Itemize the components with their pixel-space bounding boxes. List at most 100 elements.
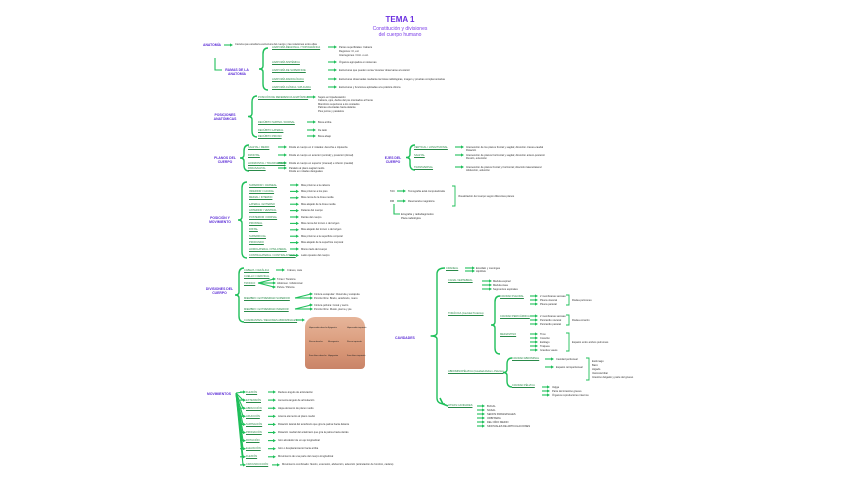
arrowhead-icon: [551, 357, 554, 361]
division-link[interactable]: MIEMBRO / EXTREMIDAD SUPERIOR: [244, 296, 290, 300]
posicion-movimiento-link[interactable]: CONTRALATERAL / CONTRALATERAL: [249, 253, 296, 257]
arrowhead-icon: [296, 189, 299, 193]
posicion-movimiento-link[interactable]: POSTERIOR / DORSAL: [249, 215, 278, 219]
arrowhead-icon: [310, 307, 313, 311]
posicion-movimiento-link[interactable]: SUPERIOR / CRANEAL: [249, 183, 277, 187]
toracica-item: Pericardio parietal: [540, 322, 561, 326]
plano-desc: Divide el cuerpo en anterior (ventral) y…: [289, 153, 354, 157]
posicion-movimiento-link[interactable]: LATERAL / EXTERNO: [249, 202, 275, 206]
posicion-movimiento-link[interactable]: HOMOLATERAL / IPSILATERAL: [249, 247, 287, 251]
abdominal-link[interactable]: CAVIDAD ABDOMINAL: [512, 357, 540, 360]
posicion-desc: Palmas orientadas hacia delante: [318, 106, 356, 110]
arrowhead-icon: [284, 161, 287, 165]
abdominopelvica-brace: [502, 357, 513, 388]
abdominal-organ: Vesícula biliar: [592, 372, 609, 375]
rama-desc: Estructuras y funciones aplicadas a la p…: [339, 85, 401, 89]
posicion-link[interactable]: DECÚBITO PRONO: [258, 134, 282, 138]
division-link[interactable]: CABEZA / CEFÁLICA: [244, 268, 270, 272]
movimiento-desc: Giro alrededor de un eje longitudinal: [278, 439, 320, 443]
abdominopelvica-link[interactable]: ABDOMINOPÉLVICA (Cavidad Abdom.-Pélvica): [448, 370, 504, 373]
posicion-link[interactable]: DECÚBITO LATERAL: [258, 128, 284, 132]
posicion-movimiento-desc: Detrás del cuerpo: [301, 215, 322, 219]
cavidad-desc: Encéfalo y meninges: [476, 266, 501, 270]
arrowhead-icon: [243, 422, 246, 426]
rama-link[interactable]: ANATOMÍA SISTÉMICA: [272, 60, 300, 64]
division-desc: Abdomen / Abdominal: [277, 281, 303, 285]
arrowhead-icon: [273, 455, 276, 459]
movimiento-desc: Reduce ángulo de articulación: [278, 390, 313, 394]
movimiento-link[interactable]: ABDUCCIÓN: [246, 406, 262, 410]
arrowhead-icon: [334, 68, 337, 72]
division-link[interactable]: TRONCO: [244, 281, 256, 285]
abdominal-region-label: Mesogastrio: [328, 341, 339, 343]
rama-link[interactable]: ANATOMÍA REGIONAL / TOPOGRÁFICA: [272, 45, 321, 49]
toracica-sub-link[interactable]: CAVIDAD PERICÁRDICA: [500, 314, 530, 318]
movimiento-link[interactable]: PRONACIÓN: [246, 431, 262, 434]
posicion-movimiento-desc: Más próximo a la superficie corporal: [301, 234, 343, 238]
arrowhead-icon: [461, 165, 464, 169]
rama-link[interactable]: ANATOMÍA RADIOLÓGICA: [272, 77, 304, 81]
toracica-bracket: [566, 332, 570, 352]
plano-link[interactable]: PARASAGITAL: [248, 166, 266, 170]
posicion-movimiento-link[interactable]: ANTERIOR / VENTRAL: [249, 209, 277, 213]
cavidad-link[interactable]: CRANEAL: [446, 266, 459, 270]
abdominal-region-label: Hipogastrio: [328, 355, 339, 357]
movimiento-link[interactable]: ELEVACIÓN: [246, 447, 261, 451]
eje-link[interactable]: SAGITAL: [414, 153, 425, 157]
movimiento-link[interactable]: ADUCCIÓN: [246, 414, 260, 418]
movimiento-link[interactable]: CIRCUNDUCCIÓN: [246, 463, 269, 467]
pelvica-link[interactable]: CAVIDAD PÉLVICA: [512, 384, 535, 387]
toracica-sub-link[interactable]: CAVIDAD PLEURAL: [500, 294, 524, 298]
rama-link[interactable]: ANATOMÍA DE SUPERFICIE: [272, 68, 306, 72]
arrowhead-icon: [243, 455, 246, 459]
toracica-sub-link[interactable]: MEDIASTINO: [500, 332, 517, 336]
posicion-movimiento-link[interactable]: MEDIAL / INTERNO: [249, 196, 273, 200]
posicion-movimiento-link[interactable]: INFERIOR / CAUDAL: [249, 189, 275, 193]
arrowhead-icon: [273, 281, 276, 285]
movimiento-link[interactable]: FLEXIÓN: [246, 455, 258, 459]
posicion-movimiento-link[interactable]: PROFUNDO: [249, 241, 264, 245]
arrowhead-icon: [230, 43, 233, 47]
posicion-link[interactable]: DECÚBITO SUPINO / DORSAL: [258, 120, 295, 124]
plano-link[interactable]: SAGITAL / MEDIO: [248, 145, 270, 149]
arrowhead-icon: [535, 318, 538, 322]
posicion-link[interactable]: POSICIÓN DE REFERENCIA ANATÓMICA: [258, 95, 309, 99]
arrowhead-icon: [243, 463, 246, 467]
arrowhead-icon: [296, 221, 299, 225]
ejes-heading: EJES DEL CUERPO: [384, 156, 402, 164]
posicion-movimiento-desc: Más cerca de la línea media: [301, 196, 334, 200]
arrowhead-icon: [461, 145, 464, 149]
arrowhead-icon: [284, 153, 287, 157]
cavidades-brace: [430, 267, 446, 405]
otras-cavidades-link[interactable]: OTRAS CAVIDADES: [448, 404, 473, 407]
posicion-desc: Miembros superiores a los costados: [318, 102, 360, 106]
division-link[interactable]: MIEMBRO / EXTREMIDAD INFERIOR: [244, 307, 289, 311]
page-subtitle-1: Constitución y divisiones: [372, 26, 428, 32]
plano-link[interactable]: HORIZONTAL / TRANSVERSAL: [248, 161, 286, 165]
pelvica-item: Parte del intestino grueso: [552, 389, 582, 393]
toracica-bracket: [566, 314, 570, 326]
division-link[interactable]: CUELLO / CERVICAL: [244, 274, 270, 278]
rama-link[interactable]: ANATOMÍA CLÍNICA / APLICADA: [272, 85, 311, 89]
toracica-link[interactable]: TORÁCICA (Cavidad Torácica): [448, 312, 484, 315]
arrowhead-icon: [482, 412, 485, 416]
arrowhead-icon: [310, 292, 313, 296]
posicion-movimiento-link[interactable]: SUPERFICIAL: [249, 234, 267, 238]
posicion-movimiento-link[interactable]: DISTAL: [249, 228, 258, 232]
ejes-brace: [405, 144, 416, 171]
arrowhead-icon: [296, 247, 299, 251]
movimiento-link[interactable]: ROTACIÓN: [246, 439, 260, 443]
movimiento-link[interactable]: FLEXIÓN: [246, 390, 258, 394]
abdominal-item: Cavidad peritoneal: [556, 357, 578, 361]
plano-link[interactable]: FRONTAL: [248, 153, 260, 157]
cavidades-heading: CAVIDADES: [395, 336, 415, 340]
posicion-movimiento-link[interactable]: PROXIMAL: [249, 221, 263, 225]
eje-link[interactable]: VERTICAL / LONGITUDINAL: [414, 145, 448, 149]
cavidad-link[interactable]: CANAL VERTEBRAL: [448, 279, 473, 282]
division-link[interactable]: CUADRANTES / REGIONES ABDOMINALES: [244, 318, 298, 322]
tecnica-desc: Resonancia magnética: [408, 199, 435, 203]
eje-link[interactable]: TRANSVERSAL: [414, 165, 434, 169]
movimiento-link[interactable]: SUPINACIÓN: [246, 422, 263, 426]
arrowhead-icon: [296, 196, 299, 200]
movimiento-link[interactable]: EXTENSIÓN: [246, 398, 261, 402]
